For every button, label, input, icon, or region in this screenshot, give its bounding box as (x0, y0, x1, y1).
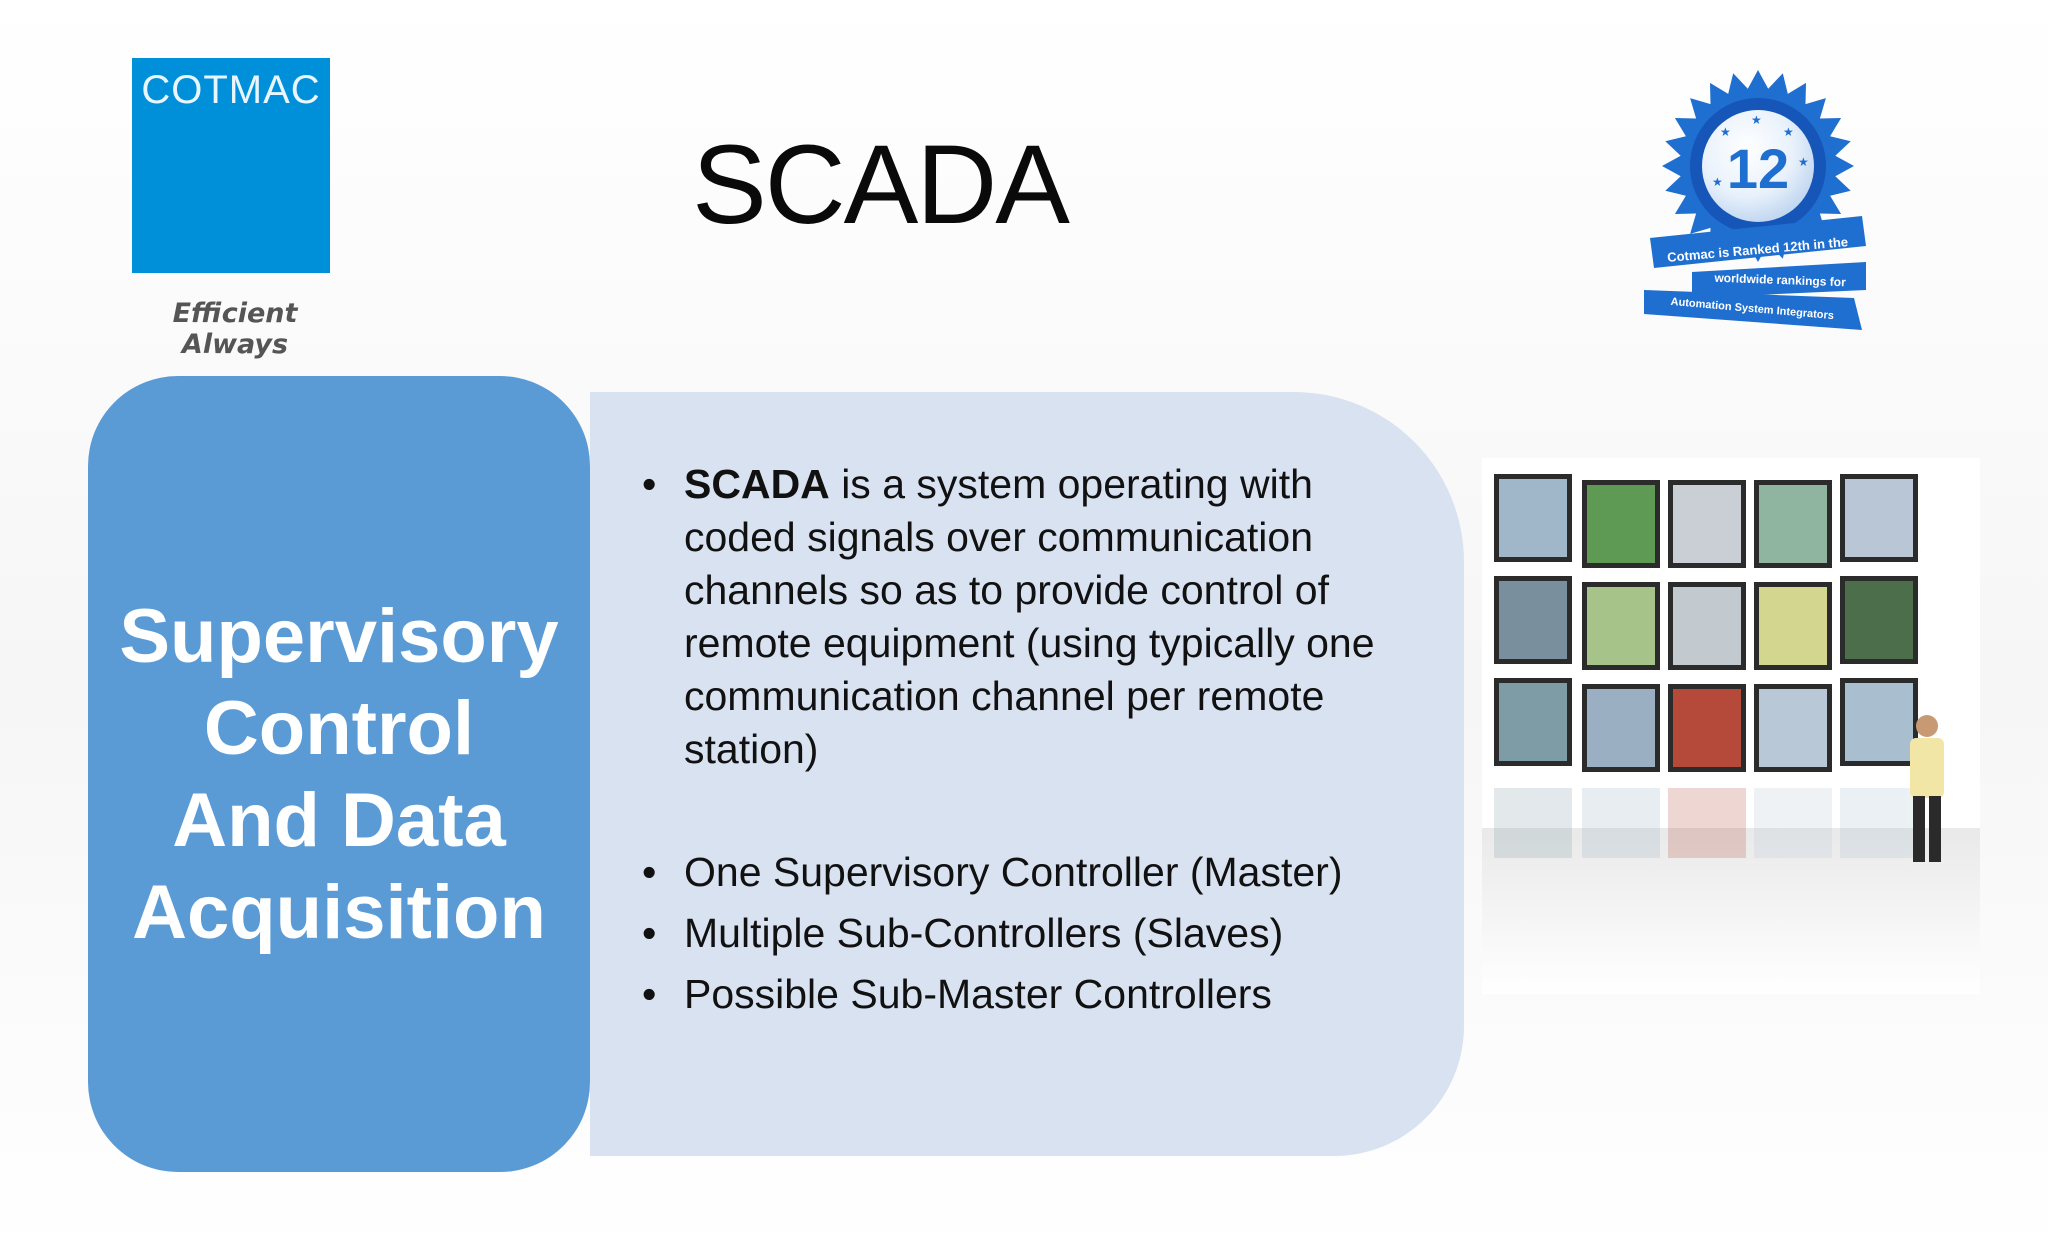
monitor-screen (1587, 485, 1655, 563)
monitor-screen (1587, 587, 1655, 665)
bullet-definition: SCADA is a system operating with coded s… (642, 458, 1412, 776)
content-panel: SCADA is a system operating with coded s… (590, 392, 1464, 1156)
monitor-screen (1673, 587, 1741, 665)
svg-text:★: ★ (1798, 155, 1809, 169)
badge-rank: 12 (1727, 137, 1789, 200)
monitor-screen (1759, 485, 1827, 563)
monitor-screen (1845, 479, 1913, 557)
monitor-reflection (1754, 788, 1832, 858)
acronym-text: Supervisory Control And Data Acquisition (88, 591, 590, 959)
monitor-reflection (1582, 788, 1660, 858)
monitor-reflection (1494, 788, 1572, 858)
monitor-screen (1845, 683, 1913, 761)
acronym-line-4: Acquisition (132, 870, 546, 955)
badge-ribbon-line-2: worldwide rankings for (1713, 271, 1846, 290)
acronym-panel: Supervisory Control And Data Acquisition (88, 376, 590, 1172)
svg-text:★: ★ (1712, 175, 1723, 189)
svg-text:★: ★ (1783, 125, 1794, 139)
acronym-line-3: And Data (172, 778, 506, 863)
acronym-line-1: Supervisory (119, 594, 559, 679)
monitor-screen (1673, 689, 1741, 767)
monitor-screen (1499, 581, 1567, 659)
logo-brand: COTMAC (141, 68, 321, 112)
bullet-master: One Supervisory Controller (Master) (642, 846, 1412, 899)
bullet-term: SCADA (684, 461, 830, 507)
cotmac-logo: COTMAC (132, 58, 330, 273)
monitor-screen (1499, 683, 1567, 761)
monitor-screen (1587, 689, 1655, 767)
logo-tagline: Efficient Always (172, 298, 298, 360)
monitor-reflection (1668, 788, 1746, 858)
svg-text:★: ★ (1720, 125, 1731, 139)
operator-figure (1910, 715, 1944, 862)
bullet-sub-master: Possible Sub-Master Controllers (642, 968, 1412, 1021)
monitor-screen (1499, 479, 1567, 557)
control-room-monitors-image (1482, 458, 1980, 994)
bullet-definition-text: is a system operating with coded signals… (684, 461, 1375, 772)
acronym-line-2: Control (203, 686, 475, 771)
monitor-screen (1673, 485, 1741, 563)
bullet-list: SCADA is a system operating with coded s… (642, 458, 1412, 1021)
monitor-reflection (1840, 788, 1918, 858)
svg-text:★: ★ (1751, 113, 1762, 127)
bullet-slaves: Multiple Sub-Controllers (Slaves) (642, 907, 1412, 960)
page-title: SCADA (692, 122, 1070, 247)
monitor-screen (1759, 689, 1827, 767)
monitor-screen (1759, 587, 1827, 665)
monitor-screen (1845, 581, 1913, 659)
award-ribbon-icon: 12 ★ ★ ★ ★ ★ Cotmac is Ranked 12th in th… (1644, 70, 1866, 330)
